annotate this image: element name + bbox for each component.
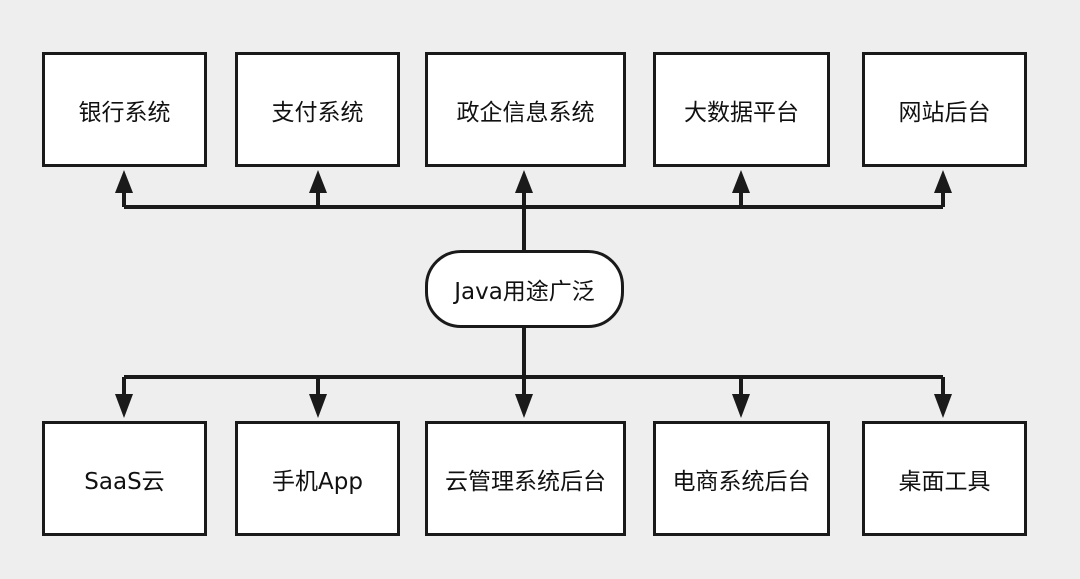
node-label: 银行系统: [78, 99, 171, 126]
node-label: 网站后台: [898, 99, 991, 126]
node-label: 支付系统: [271, 99, 364, 126]
arrowhead-top-2: [515, 170, 533, 193]
arrowhead-bot-3: [732, 394, 750, 418]
node-label: SaaS云: [84, 468, 165, 495]
arrowhead-bot-4: [934, 394, 952, 418]
arrowhead-bot-0: [115, 394, 133, 418]
arrowhead-top-4: [934, 170, 952, 193]
node-label: 政企信息系统: [456, 99, 595, 126]
node-label: 桌面工具: [898, 468, 991, 495]
node-cloud-management-backend: 云管理系统后台: [425, 421, 626, 536]
node-government-info-system: 政企信息系统: [425, 52, 626, 167]
arrowhead-bot-2: [515, 394, 533, 418]
node-saas-cloud: SaaS云: [42, 421, 207, 536]
node-bank-system: 银行系统: [42, 52, 207, 167]
arrowhead-top-1: [309, 170, 327, 193]
node-ecommerce-backend: 电商系统后台: [653, 421, 830, 536]
node-java-center: Java用途广泛: [425, 250, 624, 328]
center-label: Java用途广泛: [454, 279, 595, 305]
node-website-backend: 网站后台: [862, 52, 1027, 167]
node-desktop-tools: 桌面工具: [862, 421, 1027, 536]
arrowhead-top-3: [732, 170, 750, 193]
node-label: 云管理系统后台: [445, 468, 606, 495]
node-big-data-platform: 大数据平台: [653, 52, 830, 167]
node-mobile-app: 手机App: [235, 421, 400, 536]
arrowhead-bot-1: [309, 394, 327, 418]
node-label: 电商系统后台: [672, 468, 811, 495]
arrowhead-top-0: [115, 170, 133, 193]
node-label: 手机App: [272, 468, 363, 495]
node-label: 大数据平台: [684, 99, 799, 126]
node-payment-system: 支付系统: [235, 52, 400, 167]
